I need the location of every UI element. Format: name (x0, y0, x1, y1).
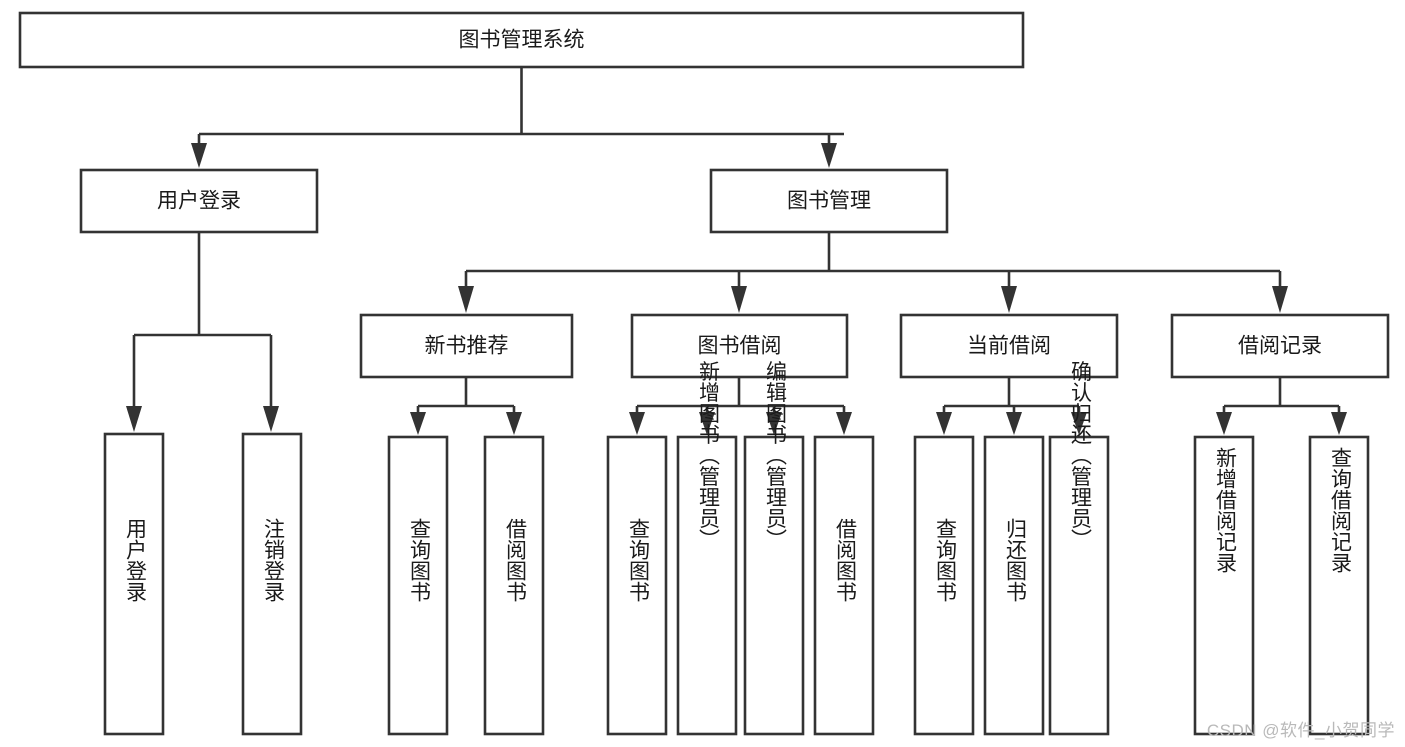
node-book-borrow-label: 图书借阅 (698, 335, 782, 358)
node-leaf-edit-book-admin-label: 编辑图书（管理员） (763, 361, 787, 550)
node-leaf-logout-label: 注销登录 (261, 518, 285, 602)
arrow-head-icon (1071, 412, 1087, 435)
arrow-head-icon (458, 286, 474, 313)
node-book-borrow-box[interactable] (630, 313, 849, 379)
node-leaf-add-book-admin[interactable]: 新增图书（管理员） (676, 361, 738, 736)
node-leaf-return-book[interactable]: 归还图书 (983, 435, 1045, 736)
node-leaf-confirm-return-admin[interactable]: 确认归还（管理员） (1048, 361, 1110, 736)
node-leaf-current-query-book[interactable]: 查询图书 (913, 435, 975, 736)
arrow-head-icon (506, 412, 522, 435)
node-user-login-box[interactable] (79, 168, 319, 234)
node-current-borrow-box[interactable] (899, 313, 1119, 379)
node-leaf-recommend-query-book[interactable]: 查询图书 (387, 435, 449, 736)
node-leaf-add-book-admin-label: 新增图书（管理员） (696, 361, 720, 550)
node-leaf-edit-book-admin-box[interactable] (743, 435, 805, 736)
connector-borrow-to-leaves (629, 377, 852, 435)
node-leaf-edit-book-admin[interactable]: 编辑图书（管理员） (743, 361, 805, 736)
arrow-head-icon (629, 412, 645, 435)
node-borrow-record[interactable]: 借阅记录 (1170, 313, 1390, 379)
arrow-head-icon (731, 286, 747, 313)
node-root-system-box[interactable] (18, 11, 1025, 69)
node-leaf-borrow-query-book-label: 查询图书 (626, 518, 650, 602)
arrow-head-icon (836, 412, 852, 435)
node-leaf-add-borrow-record-label: 新增借阅记录 (1213, 447, 1237, 573)
node-leaf-borrow-query-book[interactable]: 查询图书 (606, 435, 668, 736)
arrow-head-icon (1006, 412, 1022, 435)
arrow-head-icon (936, 412, 952, 435)
connector-userlogin-to-leaves (126, 232, 279, 432)
arrow-head-icon (1001, 286, 1017, 313)
node-book-management[interactable]: 图书管理 (709, 168, 949, 234)
node-leaf-query-borrow-record-label: 查询借阅记录 (1328, 447, 1352, 573)
node-leaf-user-login-box[interactable] (103, 432, 165, 736)
node-leaf-confirm-return-admin-label: 确认归还（管理员） (1068, 361, 1092, 550)
node-book-management-label: 图书管理 (787, 190, 871, 213)
arrow-head-icon (821, 143, 837, 168)
node-leaf-recommend-query-book-box[interactable] (387, 435, 449, 736)
arrow-head-icon (263, 406, 279, 432)
node-leaf-recommend-borrow-book-box[interactable] (483, 435, 545, 736)
node-leaf-recommend-query-book-label: 查询图书 (407, 518, 431, 602)
node-leaf-borrow-book-label: 借阅图书 (833, 518, 857, 602)
arrow-head-icon (1272, 286, 1288, 313)
connector-root-to-level2 (191, 67, 844, 168)
node-book-management-box[interactable] (709, 168, 949, 234)
node-leaf-add-borrow-record[interactable]: 新增借阅记录 (1193, 435, 1255, 736)
node-leaf-current-query-book-box[interactable] (913, 435, 975, 736)
node-leaf-logout-box[interactable] (241, 432, 303, 736)
arrow-head-icon (1216, 412, 1232, 435)
node-leaf-return-book-box[interactable] (983, 435, 1045, 736)
node-new-book-recommend[interactable]: 新书推荐 (359, 313, 574, 379)
node-leaf-confirm-return-admin-box[interactable] (1048, 435, 1110, 736)
node-leaf-query-borrow-record-box[interactable] (1308, 435, 1370, 736)
arrow-head-icon (410, 412, 426, 435)
node-leaf-user-login-label: 用户登录 (123, 518, 147, 602)
node-leaf-current-query-book-label: 查询图书 (933, 518, 957, 602)
connector-recommend-to-leaves (410, 377, 522, 435)
node-leaf-add-book-admin-box[interactable] (676, 435, 738, 736)
node-leaf-recommend-borrow-book[interactable]: 借阅图书 (483, 435, 545, 736)
node-new-book-recommend-label: 新书推荐 (425, 335, 509, 358)
arrow-head-icon (126, 406, 142, 432)
node-current-borrow-label: 当前借阅 (967, 335, 1051, 358)
connector-bookmgmt-to-level3 (458, 232, 1288, 313)
node-root-system[interactable]: 图书管理系统 (18, 11, 1025, 69)
node-new-book-recommend-box[interactable] (359, 313, 574, 379)
arrow-head-icon (191, 143, 207, 168)
node-leaf-recommend-borrow-book-label: 借阅图书 (503, 518, 527, 602)
node-leaf-borrow-query-book-box[interactable] (606, 435, 668, 736)
node-leaf-return-book-label: 归还图书 (1003, 518, 1027, 602)
arrow-head-icon (766, 412, 782, 435)
node-user-login-label: 用户登录 (157, 190, 241, 213)
arrow-head-icon (1331, 412, 1347, 435)
node-leaf-query-borrow-record[interactable]: 查询借阅记录 (1308, 435, 1370, 736)
node-borrow-record-label: 借阅记录 (1238, 335, 1322, 358)
node-root-system-label: 图书管理系统 (459, 29, 585, 52)
node-current-borrow[interactable]: 当前借阅 (899, 313, 1119, 379)
connector-record-to-leaves (1216, 377, 1347, 435)
node-user-login[interactable]: 用户登录 (79, 168, 319, 234)
node-leaf-borrow-book-box[interactable] (813, 435, 875, 736)
arrow-head-icon (699, 412, 715, 435)
node-leaf-user-login[interactable]: 用户登录 (103, 432, 165, 736)
connector-current-to-leaves (936, 377, 1087, 435)
node-borrow-record-box[interactable] (1170, 313, 1390, 379)
node-book-borrow[interactable]: 图书借阅 (630, 313, 849, 379)
node-leaf-borrow-book[interactable]: 借阅图书 (813, 435, 875, 736)
node-leaf-logout[interactable]: 注销登录 (241, 432, 303, 736)
node-leaf-add-borrow-record-box[interactable] (1193, 435, 1255, 736)
